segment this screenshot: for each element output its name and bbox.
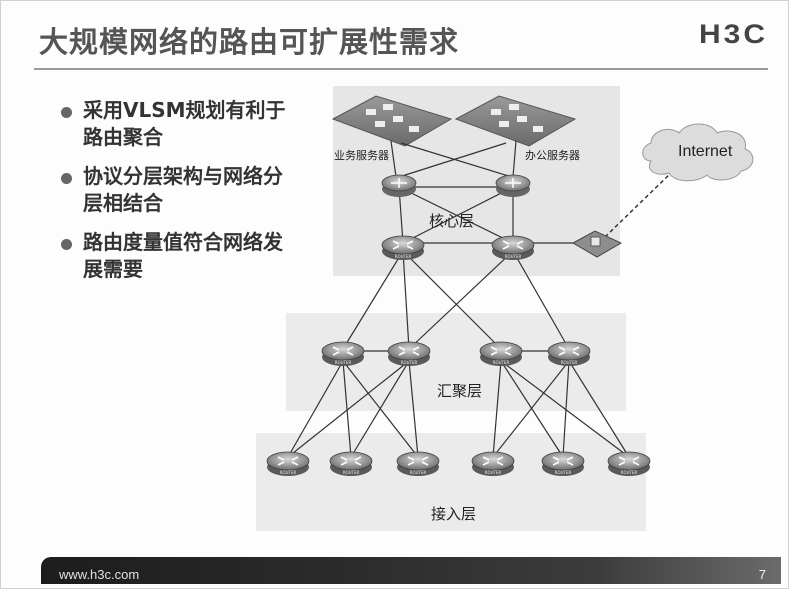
title-divider: [34, 68, 768, 70]
aggregation-router-icon: ROUTER: [479, 341, 523, 366]
bullet-item: 路由度量值符合网络发展需要: [61, 229, 301, 283]
bullet-text: 协议分层架构与网络分层相结合: [83, 164, 283, 215]
business-server-farm-icon: [331, 95, 453, 147]
router-tag-label: ROUTER: [343, 470, 360, 475]
access-router-icon: ROUTER: [541, 451, 585, 476]
bullet-text: 采用VLSM规划有利于路由聚合: [83, 98, 286, 149]
page-number: 7: [758, 567, 766, 582]
server-label-business: 业务服务器: [334, 149, 389, 162]
h3c-logo: H3C: [698, 19, 768, 50]
footer-url[interactable]: www.h3c.com: [59, 567, 140, 582]
slide-title: 大规模网络的路由可扩展性需求: [39, 25, 460, 59]
router-tag-label: ROUTER: [561, 360, 578, 365]
firewall-icon: [571, 230, 623, 258]
access-router-icon: ROUTER: [329, 451, 373, 476]
access-router-icon: ROUTER: [396, 451, 440, 476]
router-group: ROUTER ROUTER ROUTER ROUTER ROUTER ROUTER ROUT…: [266, 235, 651, 476]
access-layer-panel: [256, 433, 646, 531]
access-router-icon: ROUTER: [607, 451, 651, 476]
internet-cloud-icon: [642, 123, 754, 182]
router-tag-label: ROUTER: [280, 470, 297, 475]
aggregation-router-icon: ROUTER: [547, 341, 591, 366]
bullet-text: 路由度量值符合网络发展需要: [83, 230, 283, 281]
router-tag-label: ROUTER: [493, 360, 510, 365]
internet-label: Internet: [678, 143, 733, 160]
router-tag-label: ROUTER: [505, 254, 522, 259]
router-tag-label: ROUTER: [555, 470, 572, 475]
bullet-dot-icon: [61, 173, 72, 184]
internet-link: [604, 170, 674, 238]
bullet-list: 采用VLSM规划有利于路由聚合 协议分层架构与网络分层相结合 路由度量值符合网络…: [61, 97, 301, 295]
office-server-farm-icon: [454, 95, 577, 147]
router-tag-label: ROUTER: [410, 470, 427, 475]
bullet-item: 协议分层架构与网络分层相结合: [61, 163, 301, 217]
core-router-icon: ROUTER: [491, 235, 535, 260]
router-tag-label: ROUTER: [395, 254, 412, 259]
aggregation-layer-label: 汇聚层: [437, 382, 482, 400]
core-switch-icon: [495, 174, 531, 197]
router-tag-label: ROUTER: [335, 360, 352, 365]
footer-bar: [41, 557, 781, 584]
aggregation-router-icon: ROUTER: [321, 341, 365, 366]
access-router-icon: ROUTER: [266, 451, 310, 476]
access-layer-label: 接入层: [431, 505, 476, 523]
router-tag-label: ROUTER: [401, 360, 418, 365]
access-router-icon: ROUTER: [471, 451, 515, 476]
core-switch-icon: [381, 174, 417, 197]
bullet-item: 采用VLSM规划有利于路由聚合: [61, 97, 301, 151]
aggregation-router-icon: ROUTER: [387, 341, 431, 366]
core-layer-label: 核心层: [429, 212, 474, 230]
core-router-icon: ROUTER: [381, 235, 425, 260]
server-label-office: 办公服务器: [525, 149, 580, 162]
router-tag-label: ROUTER: [621, 470, 638, 475]
bullet-dot-icon: [61, 107, 72, 118]
router-tag-label: ROUTER: [485, 470, 502, 475]
bullet-dot-icon: [61, 239, 72, 250]
